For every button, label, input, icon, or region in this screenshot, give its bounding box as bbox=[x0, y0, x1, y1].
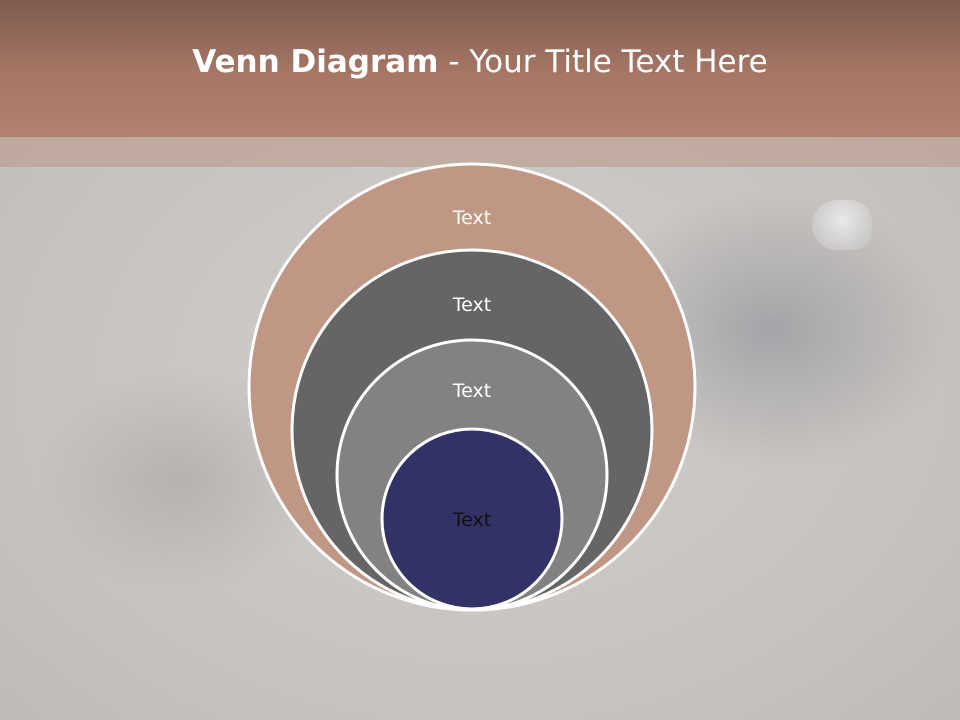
title-bar-band bbox=[0, 137, 960, 167]
background-shoe bbox=[812, 200, 872, 250]
circle-third-label: Text bbox=[452, 380, 491, 402]
slide-title: Venn Diagram - Your Title Text Here bbox=[0, 40, 960, 84]
circle-second-label: Text bbox=[452, 294, 491, 316]
title-rest: - Your Title Text Here bbox=[438, 44, 768, 80]
circle-inner bbox=[380, 427, 564, 611]
title-bar bbox=[0, 0, 960, 137]
circle-inner-label: Text bbox=[452, 509, 491, 531]
title-bold: Venn Diagram bbox=[192, 44, 439, 80]
circle-outer-label: Text bbox=[452, 207, 491, 229]
